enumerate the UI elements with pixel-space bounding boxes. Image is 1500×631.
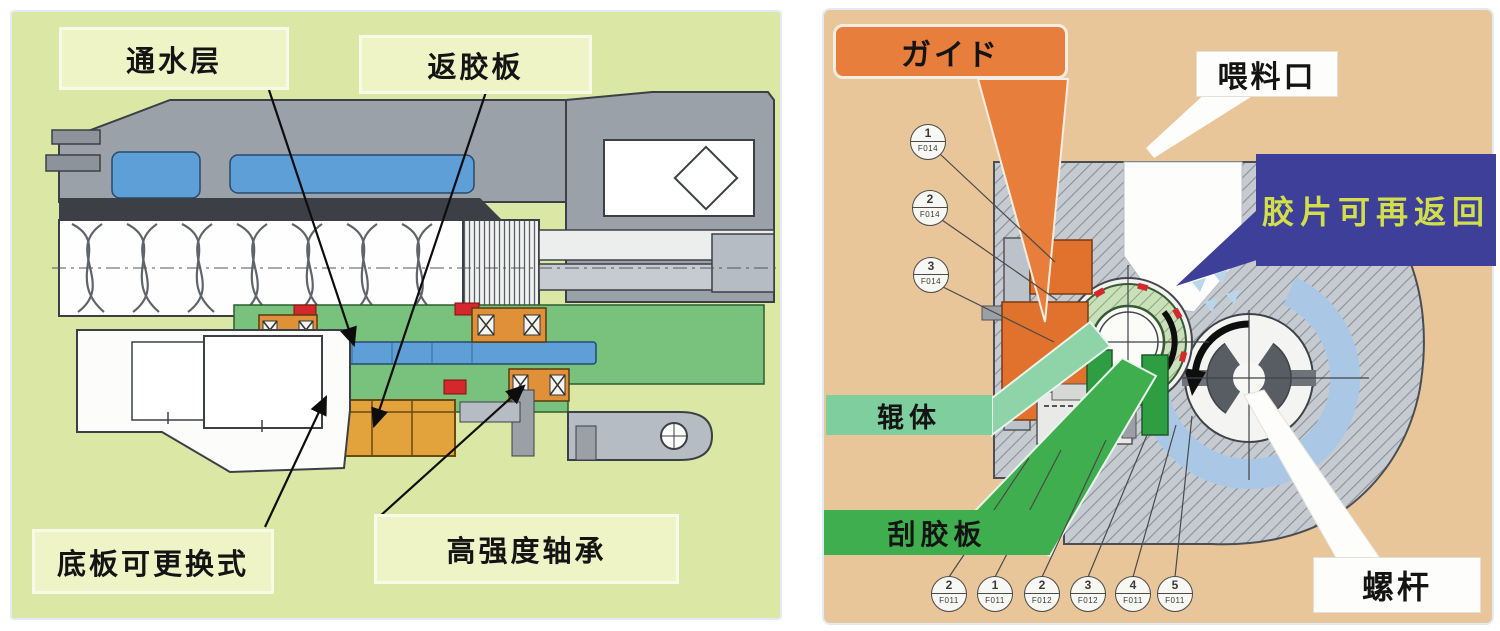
dark-plate (59, 198, 502, 220)
balloon-part: 2 F012 (1024, 576, 1060, 612)
callout-feed-port: 喂料口 (1197, 52, 1337, 96)
bolt-tower (511, 389, 535, 457)
feed-flow-triangles (1192, 270, 1240, 312)
balloon-number: 2 (932, 577, 966, 594)
shaft-coupler (711, 233, 775, 293)
balloon-part: 4 F011 (1115, 576, 1151, 612)
balloon-number: 4 (1116, 577, 1150, 594)
label-high-strength-bearing: 高强度轴承 (374, 514, 679, 584)
balloon-number: 2 (913, 191, 947, 208)
barrel-bolt (45, 154, 101, 172)
screw-flights (71, 223, 435, 313)
extruder-drawing (45, 79, 778, 528)
bolt-tower (575, 425, 597, 461)
barrel-bolt (51, 129, 101, 145)
balloon-part: 3 F014 (913, 257, 949, 293)
right-panel-feed-section: ガイド 喂料口 胶片可再返回 辊体 刮胶板 螺杆 1 F014 2 F014 3… (822, 8, 1496, 625)
balloon-code: F012 (1031, 596, 1053, 605)
label-return-plate: 返胶板 (359, 35, 592, 94)
balloon-code: F011 (1123, 596, 1143, 605)
water-slot (229, 154, 475, 194)
base-plate-block (336, 399, 456, 457)
balloon-code: F011 (985, 596, 1005, 605)
feed-port-pointer (1146, 90, 1262, 158)
roller-callout-beam (991, 320, 1112, 438)
label-water-layer: 通水层 (59, 27, 289, 90)
water-slot (111, 151, 201, 199)
balloon-number: 3 (914, 258, 948, 275)
balloon-code: F014 (920, 277, 942, 286)
seal-red (293, 304, 317, 316)
coupling-diamond (673, 145, 739, 211)
balloon-number: 1 (911, 125, 945, 142)
callout-roller: 辊体 (826, 395, 992, 435)
label-replaceable-base: 底板可更换式 (32, 529, 274, 594)
balloon-number: 5 (1158, 577, 1192, 594)
motor-marks (167, 412, 263, 432)
balloon-part: 1 F014 (910, 124, 946, 160)
screw-shank (462, 219, 540, 317)
balloon-code: F014 (919, 210, 941, 219)
guide-callout-funnel (976, 78, 1070, 323)
seal-red (443, 379, 467, 395)
balloon-part: 2 F014 (912, 190, 948, 226)
callout-scraper: 刮胶板 (824, 510, 1050, 555)
callout-guide: ガイド (833, 24, 1068, 79)
film-return-pointer (1176, 210, 1257, 286)
feed-opening (1123, 161, 1243, 313)
screw-section (1164, 310, 1369, 480)
bearing-right-top (471, 307, 547, 343)
leader-arrows (264, 79, 526, 528)
balloon-part: 5 F011 (1157, 576, 1193, 612)
left-panel-extruder-section: 通水层 返胶板 底板可更换式 高强度轴承 (10, 10, 782, 620)
callout-film-return: 胶片可再返回 (1256, 154, 1496, 266)
pedestal-step (459, 401, 521, 423)
balloon-part: 1 F011 (977, 576, 1013, 612)
balloon-code: F014 (917, 144, 939, 153)
balloon-code: F012 (1077, 596, 1099, 605)
balloon-part: 3 F012 (1070, 576, 1106, 612)
clevis-cross (661, 423, 687, 449)
balloon-code: F011 (939, 596, 959, 605)
feed-drawing (939, 78, 1425, 578)
callout-screw: 螺杆 (1314, 558, 1480, 612)
motor-block (131, 341, 205, 421)
balloon-number: 1 (978, 577, 1012, 594)
balloon-code: F011 (1165, 596, 1185, 605)
balloon-number: 3 (1071, 577, 1105, 594)
balloon-number: 2 (1025, 577, 1059, 594)
rotation-arrowhead (1184, 368, 1206, 396)
balloon-part: 2 F011 (931, 576, 967, 612)
motor-block (203, 335, 323, 429)
